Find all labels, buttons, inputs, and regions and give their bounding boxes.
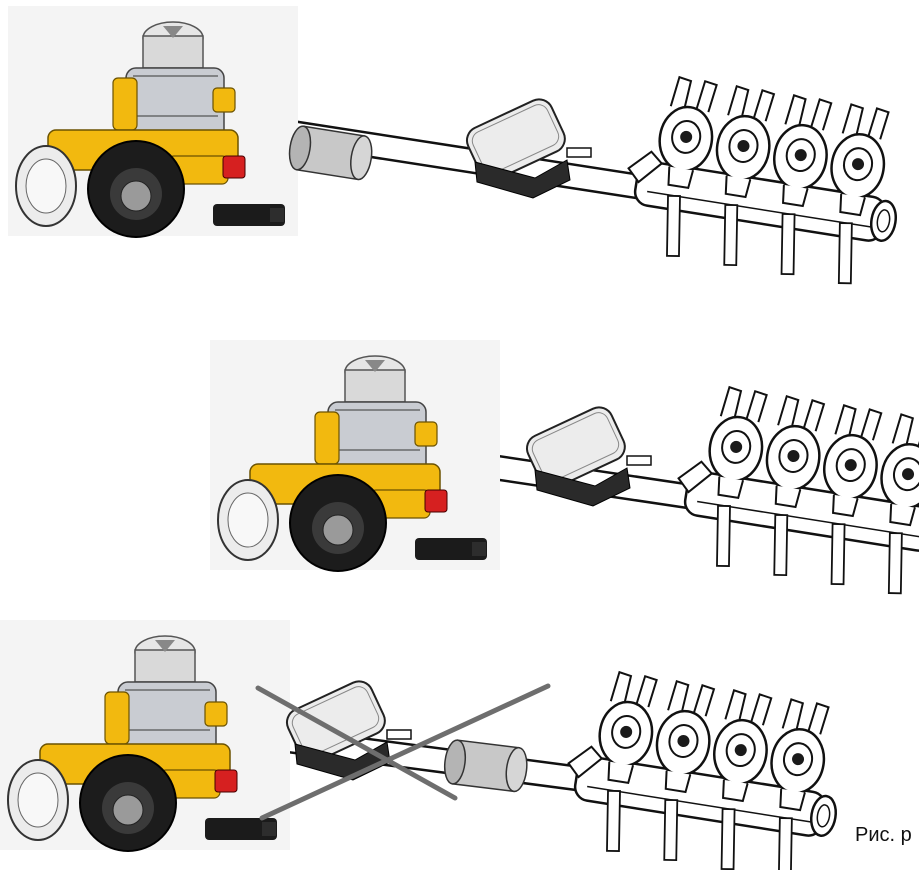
reducer-1: [8, 6, 298, 237]
assembly-2: [210, 340, 919, 600]
reducer-3: [0, 620, 290, 851]
gas-filter-3: [442, 739, 529, 793]
injector-rail-2: [666, 382, 919, 601]
assembly-1: [8, 6, 913, 290]
assembly-3: [0, 620, 853, 870]
injector-rail-1: [616, 72, 913, 291]
reducer-2: [210, 340, 500, 571]
injector-rail-3: [556, 667, 853, 870]
figure-caption: Рис. р: [855, 824, 912, 847]
